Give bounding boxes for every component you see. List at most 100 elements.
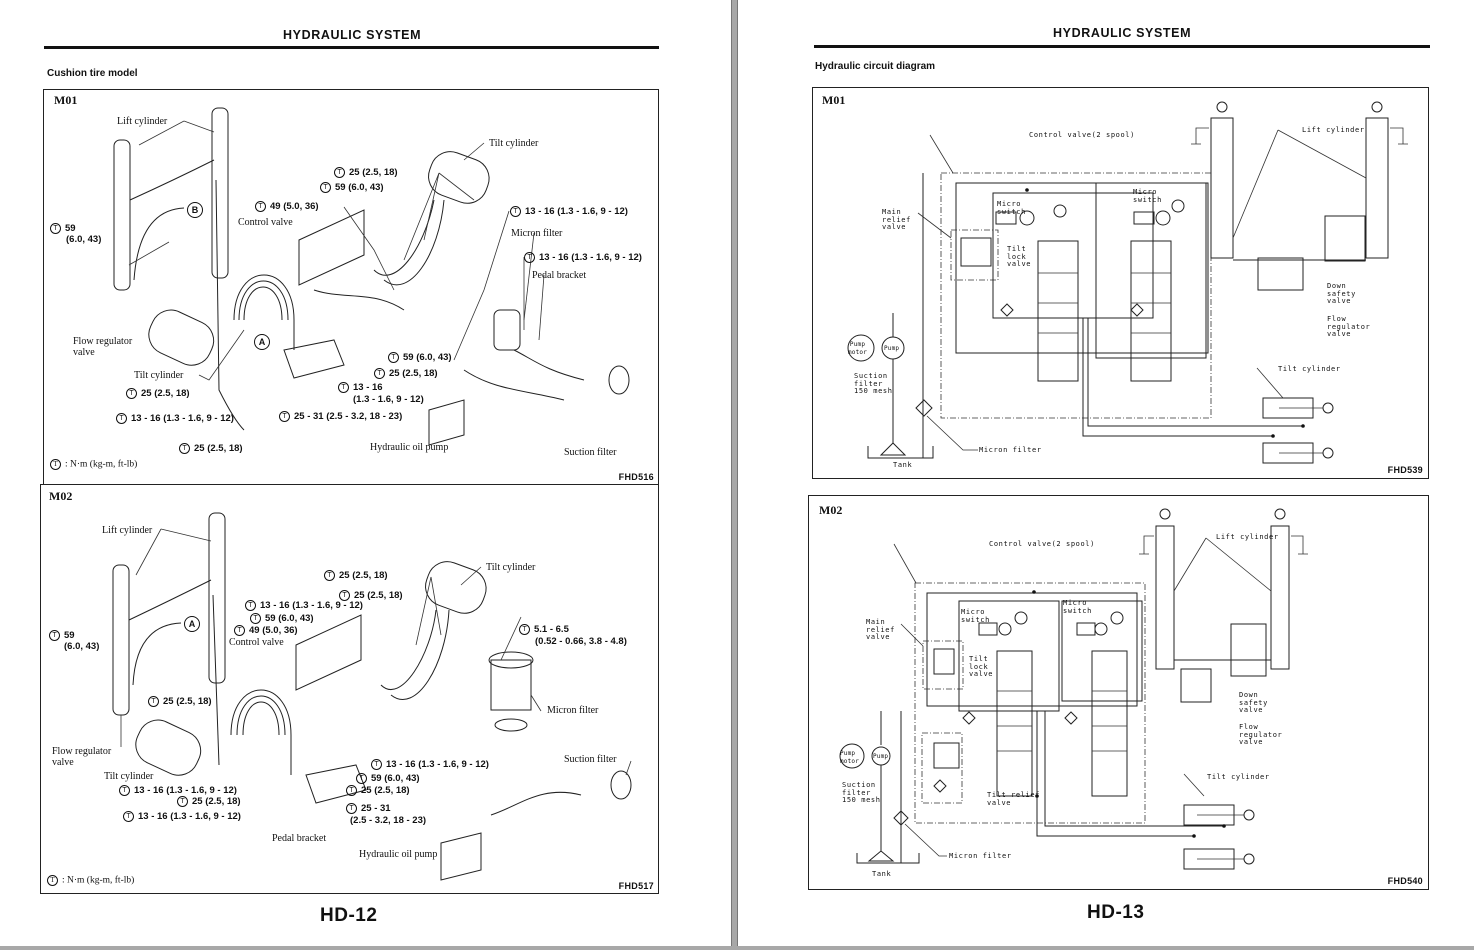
oil-pump-part [428, 399, 465, 446]
label-micro-switch-2: Micro switch [1133, 188, 1162, 204]
label-flow-regulator: Flow regulator [73, 336, 133, 347]
label-tilt-cylinder: Tilt cylinder [134, 370, 184, 381]
panel-label: M01 [822, 93, 846, 107]
tilt-cylinder-left [148, 309, 215, 366]
tilt-cylinder-top [428, 151, 490, 204]
label-control-valve: Control valve [229, 637, 284, 648]
exploded-view-drawing [113, 107, 630, 446]
control-valve-boundary [914, 582, 1146, 824]
figure-id: FHD516 [618, 472, 654, 482]
label-pump-motor: Pump motor [848, 341, 868, 356]
down-safety-valve-symbol [1324, 215, 1366, 262]
micron-filter-symbol [915, 399, 933, 417]
torque-spec-value: (1.3 - 1.6, 9 - 12) [353, 394, 424, 405]
label-tilt-lock-valve: Tilt lock valve [1007, 245, 1032, 268]
label-main-relief-valve: Main relief valve [882, 208, 911, 231]
label-lift-cylinder: Lift cylinder [1302, 126, 1365, 134]
label-control-valve: Control valve [238, 217, 293, 228]
label-flow-regulator-valve: Flow regulator valve [1327, 315, 1371, 338]
exploded-view-drawing [112, 512, 632, 881]
label-pump-motor: Pump motor [840, 750, 860, 765]
hydraulic-circuit-schematic [839, 508, 1308, 870]
pump-motor-symbol [847, 334, 875, 362]
callout-a: A [254, 334, 270, 350]
hydraulic-circuit-schematic [847, 101, 1408, 464]
page-header-title: HYDRAULIC SYSTEM [283, 28, 422, 42]
label-control-valve: Control valve(2 spool) [1029, 131, 1135, 139]
main-relief-valve [922, 640, 964, 690]
label-micron-filter: Micron filter [511, 228, 563, 239]
micron-filter-symbol [893, 810, 909, 826]
label-pedal-bracket: Pedal bracket [532, 270, 587, 281]
control-valve-body [298, 209, 365, 286]
header-rule [44, 46, 659, 49]
label-tilt-cylinder-top: Tilt cylinder [489, 138, 539, 149]
suction-filter-part [608, 365, 630, 395]
lift-cylinder-right [208, 512, 226, 684]
label-main-relief-valve: Main relief valve [866, 618, 895, 641]
label-micro-switch-1: Micro switch [997, 200, 1026, 216]
lift-cylinder-right [1270, 525, 1290, 670]
label-micron-filter: Micron filter [949, 852, 1012, 860]
callout-b: B [187, 202, 203, 218]
lift-cylinder-left [112, 564, 130, 716]
figure-id: FHD539 [1387, 465, 1423, 475]
panel-label: M02 [49, 489, 73, 503]
label-micron-filter: Micron filter [979, 446, 1042, 454]
label-tank: Tank [872, 870, 892, 878]
header-rule [814, 45, 1430, 48]
section-title: Cushion tire model [47, 68, 138, 79]
label-down-safety-valve: Down safety valve [1239, 691, 1268, 714]
page-hd-13: HYDRAULIC SYSTEM Hydraulic circuit diagr… [738, 0, 1474, 947]
lift-cylinder-right [1365, 117, 1389, 259]
tilt-relief-valve [921, 732, 963, 804]
label-micro-switch-2: Micro switch [1063, 599, 1092, 615]
tank-symbol [856, 853, 920, 864]
label-control-valve: Control valve(2 spool) [989, 540, 1095, 548]
figure-panel-m02: M02 [40, 484, 659, 894]
label-suction-filter: Suction filter 150 mesh [842, 781, 881, 804]
lift-cylinder-left [1210, 117, 1234, 259]
lift-cylinder-left [1155, 525, 1175, 670]
torque-spec-value: (6.0, 43) [64, 641, 100, 652]
spool-2 [1130, 240, 1172, 382]
spool-2 [1091, 650, 1128, 797]
spool-1 [996, 650, 1033, 797]
control-valve-body [295, 614, 362, 691]
page-gutter [731, 0, 738, 950]
label-tilt-cylinder-top: Tilt cylinder [486, 562, 536, 573]
label-micro-switch-1: Micro switch [961, 608, 990, 624]
page-number: HD-12 [320, 905, 378, 926]
figure-id: FHD517 [618, 881, 654, 891]
circuit-panel-m02: M02 [808, 495, 1429, 890]
label-flow-regulator-2: valve [73, 347, 95, 358]
lift-cylinder-left [113, 139, 131, 291]
section-title: Hydraulic circuit diagram [815, 61, 936, 72]
label-tilt-lock-valve: Tilt lock valve [969, 655, 994, 678]
label-tilt-relief-valve: Tilt relief valve [987, 791, 1040, 807]
circuit-panel-m01: M01 [812, 87, 1429, 479]
label-micron-filter: Micron filter [547, 705, 599, 716]
viewer-bottom-edge [0, 946, 1474, 950]
torque-legend: T: N·m (kg-m, ft-lb) [50, 459, 137, 471]
suction-filter-part [610, 770, 632, 800]
